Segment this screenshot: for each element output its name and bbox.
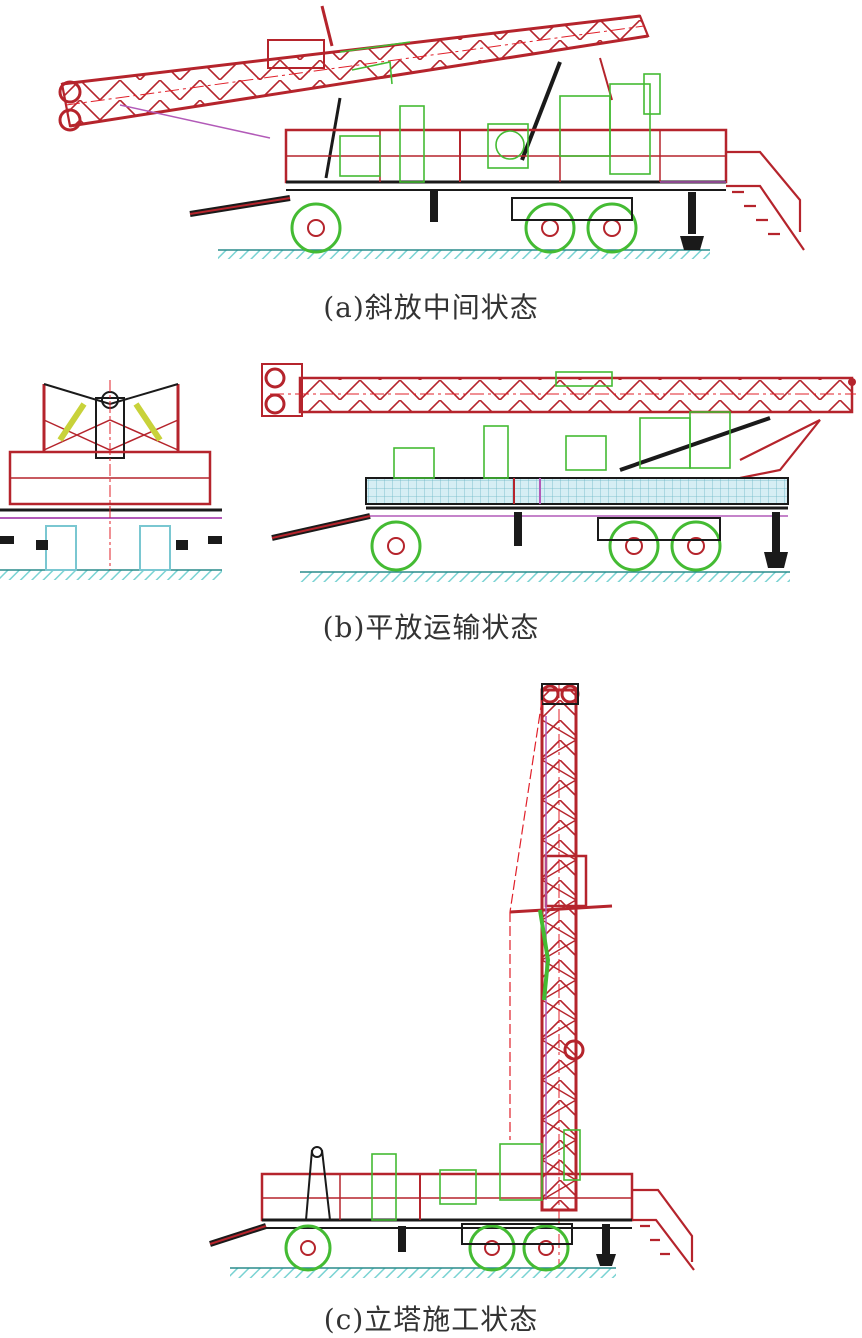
side-view-b (261, 363, 856, 582)
mast-inclined (58, 5, 650, 179)
ground-hatch-a (218, 250, 710, 259)
deck-c (260, 1146, 634, 1229)
panel-c-erected (209, 683, 695, 1278)
panel-b-transport (0, 363, 856, 582)
end-view-b (0, 380, 222, 580)
panel-a-inclined (58, 5, 805, 259)
caption-b: (b)平放运输状态 (322, 611, 540, 644)
ladder-a (726, 150, 805, 251)
caption-a: (a)斜放中间状态 (323, 291, 539, 324)
equipment-a (339, 41, 661, 183)
crown-sheave-icon (58, 80, 82, 104)
wheels-a (290, 197, 638, 254)
caption-c: (c)立塔施工状态 (323, 1303, 539, 1336)
mast-vertical (509, 683, 613, 1268)
deck-a (284, 128, 728, 191)
